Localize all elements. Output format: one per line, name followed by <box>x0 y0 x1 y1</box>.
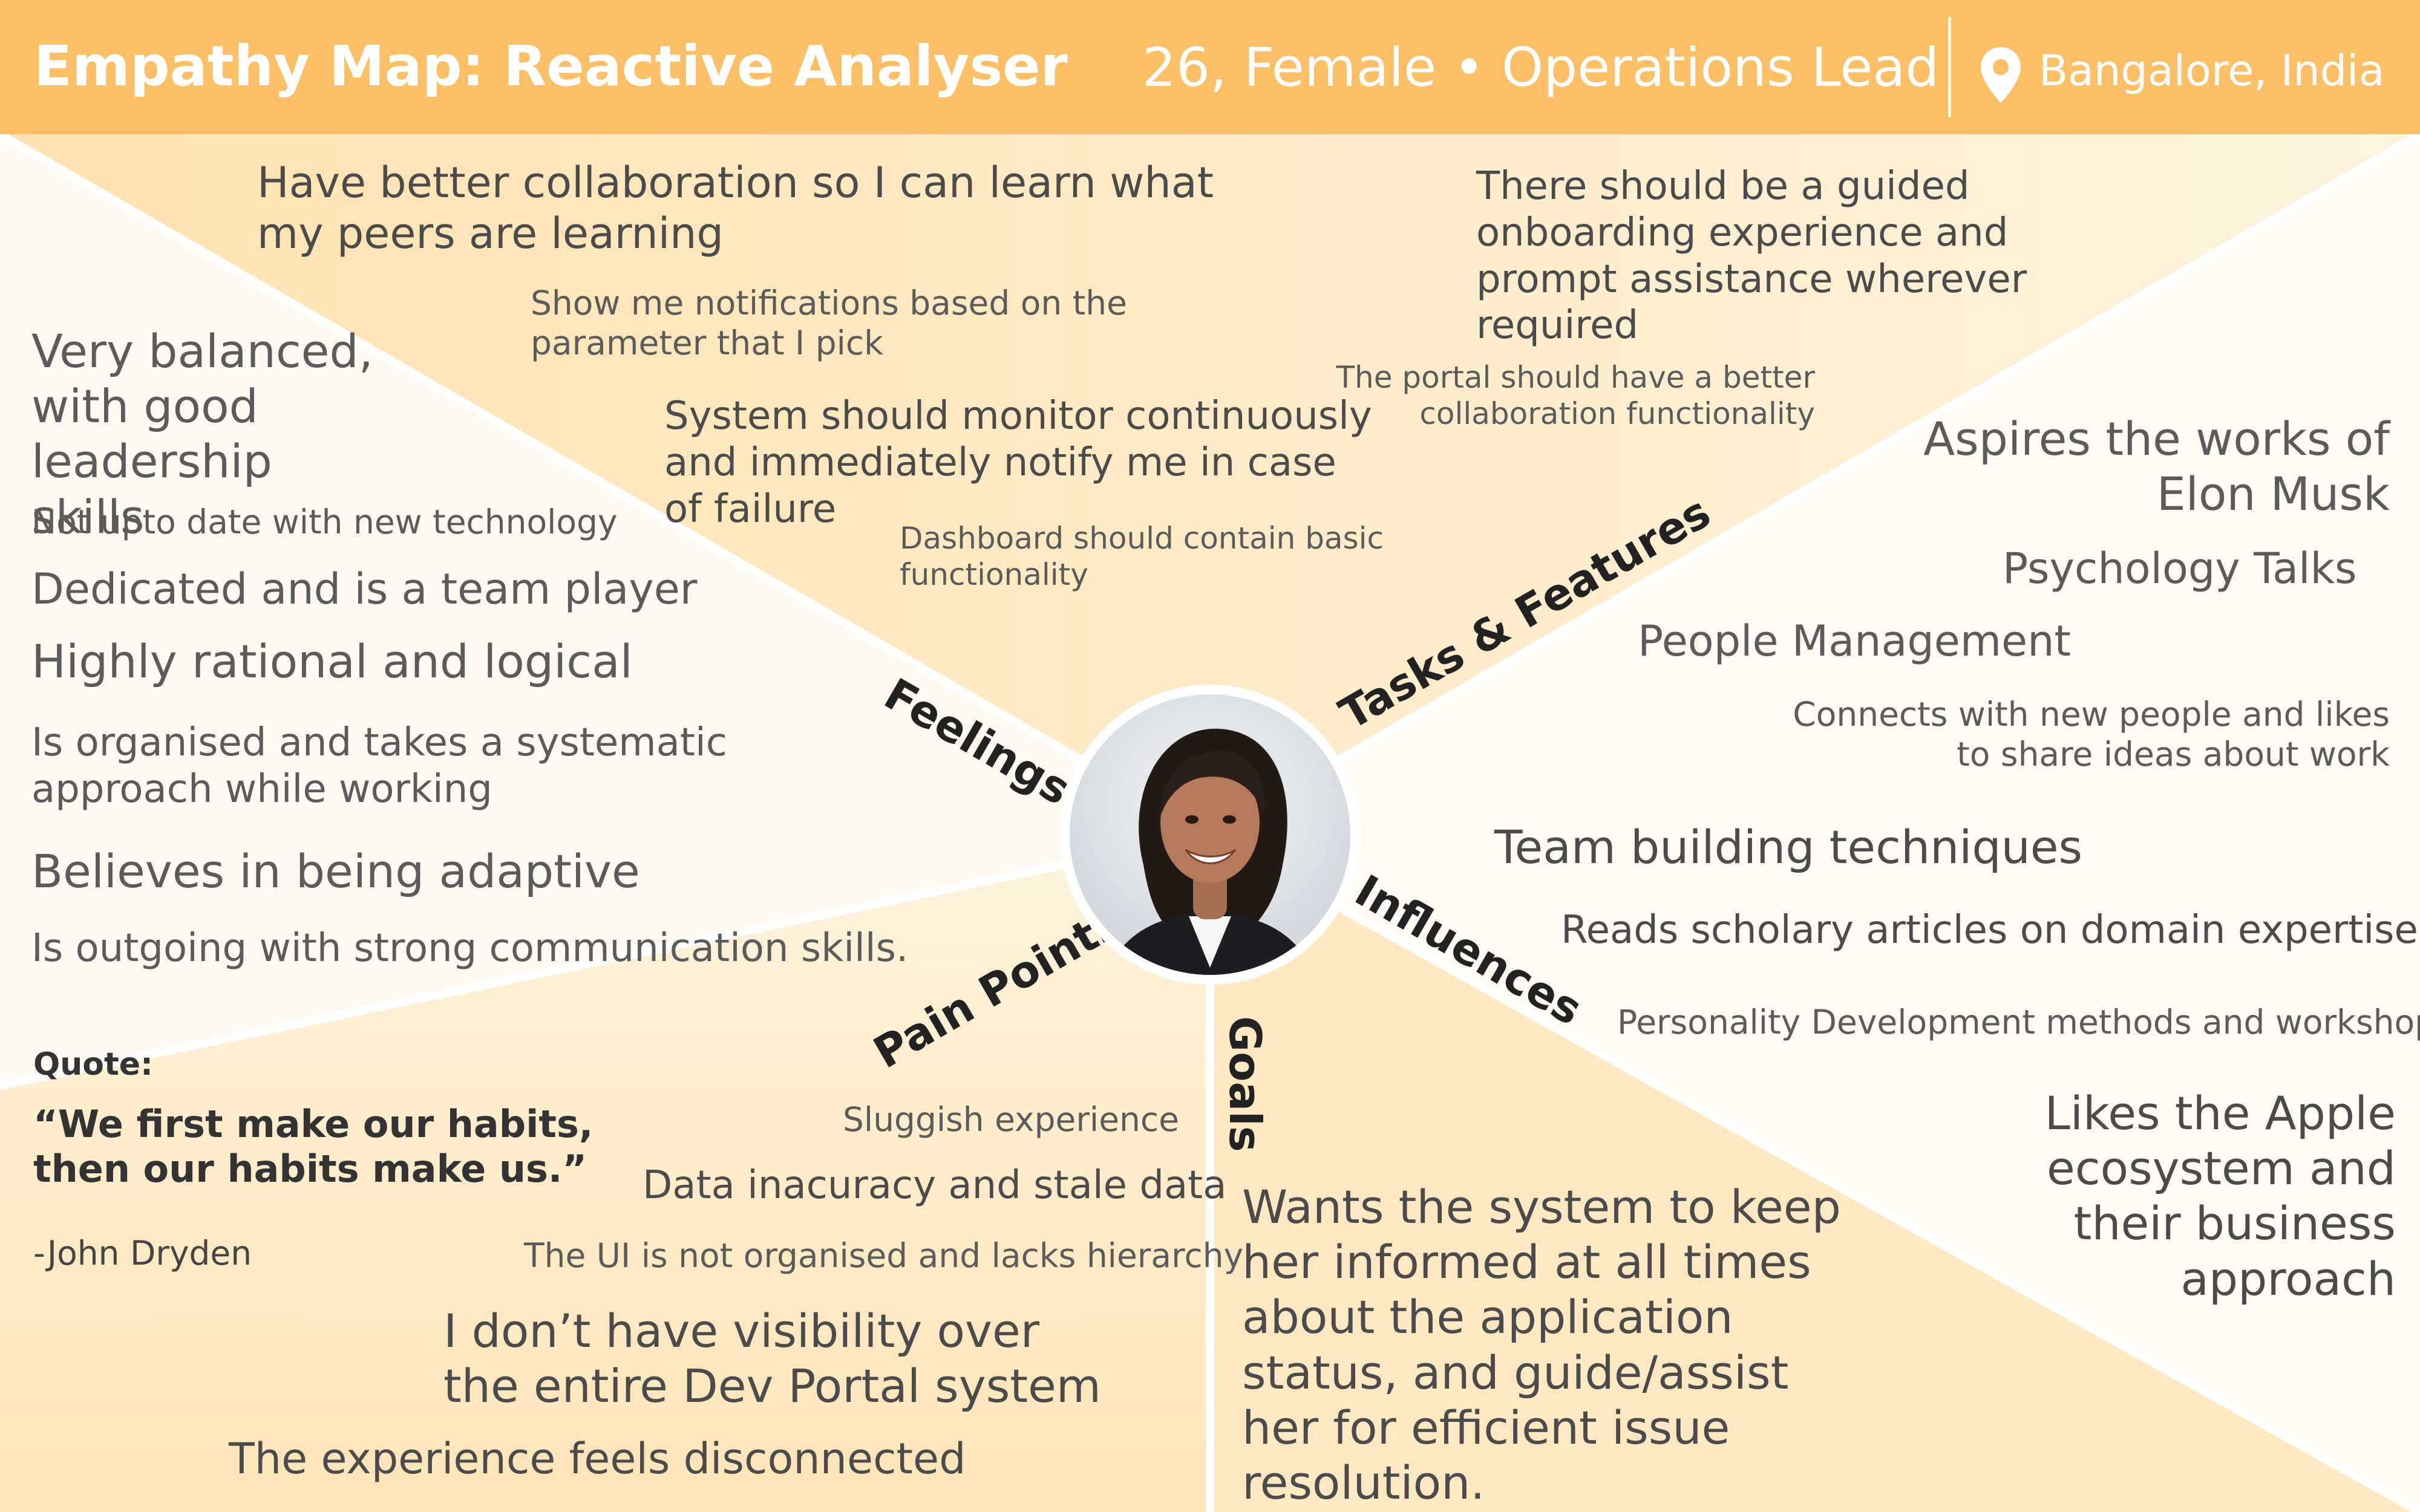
influence-item: Aspires the works of Elon Musk <box>1923 412 2390 521</box>
tasks-section <box>0 134 2420 835</box>
feeling-item: Is outgoing with strong communication sk… <box>31 926 909 971</box>
pain-point-item: Sluggish experience <box>843 1100 1179 1139</box>
influence-item: Psychology Talks <box>2003 544 2357 593</box>
feeling-item: Highly rational and logical <box>31 634 633 688</box>
influence-item: People Management <box>1638 616 2071 666</box>
feelings-section <box>0 134 1210 1086</box>
page-title: Empathy Map: Reactive Analyser <box>34 34 1068 99</box>
task-item: Have better collaboration so I can learn… <box>257 158 1214 258</box>
feeling-item: Believes in being adaptive <box>31 844 640 898</box>
pain-points-section <box>0 835 1210 1512</box>
feeling-item: Not upto date with new technology <box>31 503 618 541</box>
influence-item: Personality Development methods and work… <box>1617 1003 2420 1041</box>
header-bar: Empathy Map: Reactive Analyser 26, Femal… <box>0 0 2420 134</box>
quote-label: Quote: <box>33 1046 153 1083</box>
influence-item: Reads scholary articles on domain expert… <box>1561 908 2418 953</box>
pain-point-item: The experience feels disconnected <box>229 1434 966 1484</box>
task-item: The portal should have a better collabor… <box>1336 360 1815 431</box>
persona-avatar <box>1060 685 1360 985</box>
pain-point-item: I don’t have visibility over the entire … <box>443 1304 1101 1413</box>
goal-item: Wants the system to keep her informed at… <box>1242 1180 1841 1510</box>
influence-item: Likes the Apple ecosystem and their busi… <box>2044 1086 2396 1306</box>
pain-point-item: The UI is not organised and lacks hierar… <box>524 1236 1244 1275</box>
quote-text: “We first make our habits, then our habi… <box>33 1102 594 1191</box>
task-item: System should monitor continuously and i… <box>664 394 1372 532</box>
location-text: Bangalore, India <box>2039 46 2385 96</box>
persona-info: 26, Female • Operations Lead <box>1142 36 1940 99</box>
feeling-item: Very balanced, with good leadership skil… <box>31 324 373 544</box>
task-item: Show me notifications based on the param… <box>531 284 1127 362</box>
quote-author: -John Dryden <box>33 1234 252 1272</box>
header-divider <box>1948 17 1951 117</box>
goals-label: Goals <box>1220 1016 1270 1152</box>
influences-section <box>1210 134 2420 1512</box>
influence-item: Connects with new people and likes to sh… <box>1793 695 2390 774</box>
influence-item: Team building techniques <box>1494 820 2083 874</box>
feeling-item: Is organised and takes a systematic appr… <box>31 720 727 812</box>
location-pin-icon <box>1981 47 2021 103</box>
task-item: Dashboard should contain basic functiona… <box>900 521 1384 592</box>
pain-point-item: Data inacuracy and stale data <box>643 1163 1227 1208</box>
feeling-item: Dedicated and is a team player <box>31 564 698 614</box>
task-item: There should be a guided onboarding expe… <box>1476 164 2027 348</box>
